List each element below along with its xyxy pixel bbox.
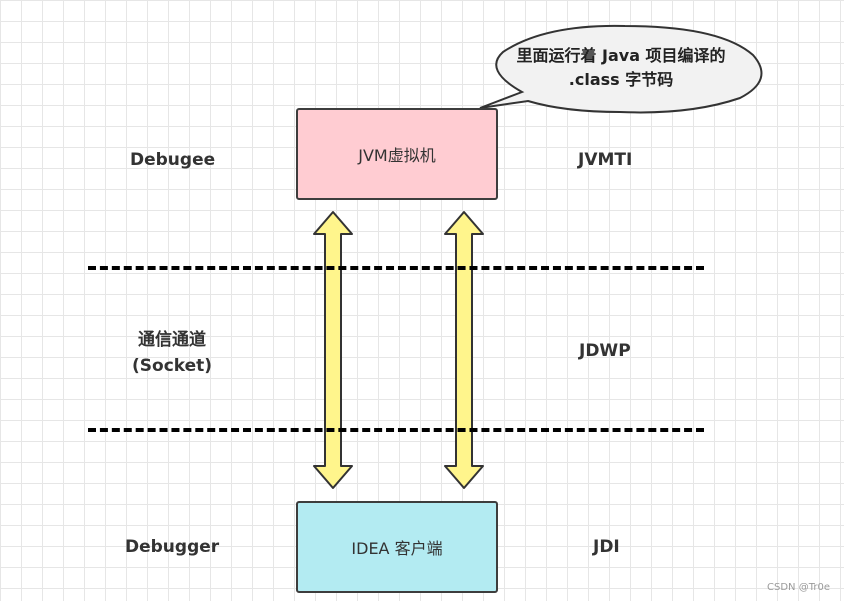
watermark: CSDN @Tr0e	[767, 582, 830, 593]
channel-label-line-1: 通信通道	[138, 330, 207, 350]
speech-bubble	[479, 24, 763, 114]
jdwp-label: JDWP	[579, 341, 631, 361]
double-arrow-right	[444, 211, 484, 489]
idea-client-box: IDEA 客户端	[296, 501, 498, 593]
debugger-label: Debugger	[125, 537, 220, 557]
jvm-box: JVM虚拟机	[296, 108, 498, 200]
bubble-line-2: .class 字节码	[568, 70, 674, 89]
bubble-line-1: 里面运行着 Java 项目编译的	[516, 46, 726, 65]
bubble-text: 里面运行着 Java 项目编译的 .class 字节码	[490, 44, 752, 92]
jvm-box-label: JVM虚拟机	[358, 146, 436, 165]
jvmti-label: JVMTI	[578, 150, 633, 170]
channel-label: 通信通道 (Socket)	[132, 327, 212, 379]
jdi-label: JDI	[593, 537, 620, 557]
channel-label-line-2: (Socket)	[132, 356, 213, 376]
debugee-label: Debugee	[130, 150, 216, 170]
separator-top-dashed	[88, 266, 704, 270]
separator-bottom-dashed	[88, 428, 704, 432]
double-arrow-left	[313, 211, 353, 489]
idea-box-label: IDEA 客户端	[351, 539, 443, 558]
